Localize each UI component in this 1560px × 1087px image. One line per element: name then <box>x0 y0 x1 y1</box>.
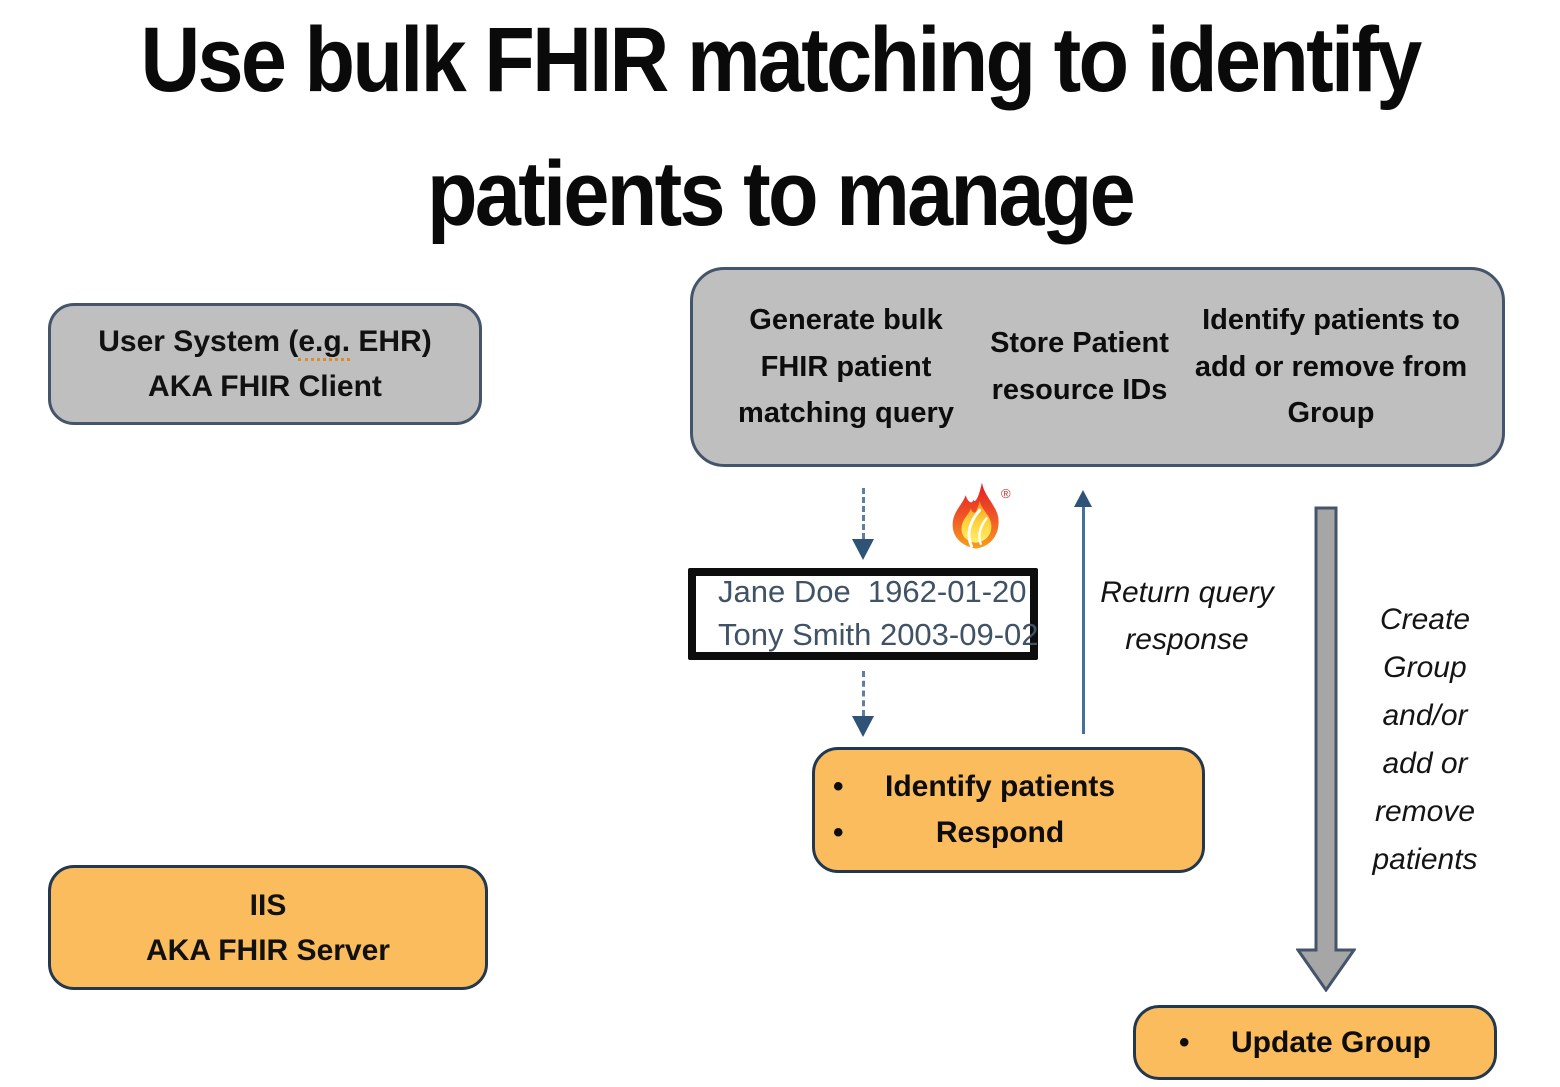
arrow-down-icon <box>852 539 874 560</box>
iis-line1: IIS <box>249 888 287 922</box>
iis-line2: AKA FHIR Server <box>146 933 390 967</box>
user-system-line1-marked: e.g. <box>298 325 351 361</box>
match-list-box: Jane Doe 1962-01-20 Tony Smith 2003-09-0… <box>688 568 1039 660</box>
update-group-bullet-list: Update Group <box>1136 1026 1431 1060</box>
iis-server-box: IIS AKA FHIR Server <box>48 865 488 990</box>
update-group-bullet-item: Update Group <box>1179 1026 1431 1060</box>
user-system-box: User System (e.g. EHR) AKA FHIR Client <box>48 303 482 425</box>
step-identify-patients: Identify patients to add or remove from … <box>1194 303 1468 430</box>
user-system-line1-suffix: EHR) <box>350 325 432 358</box>
create-group-label: Create Group and/or add or remove patien… <box>1372 603 1478 876</box>
arrow-down-icon <box>852 716 874 737</box>
query-dashed-arrow-line <box>861 488 865 539</box>
match-list-line2: Tony Smith 2003-09-02 <box>718 617 1039 652</box>
registered-trademark-icon: ® <box>1001 486 1011 501</box>
list-dashed-arrow <box>851 671 875 737</box>
step-store-ids: Store Patient resource IDs <box>990 327 1169 406</box>
return-response-arrow-line <box>1081 507 1085 734</box>
list-dashed-arrow-line <box>861 671 865 716</box>
respond-box: Identify patients Respond <box>812 747 1205 873</box>
return-query-label: Return query response <box>1100 576 1274 656</box>
update-group-box: Update Group <box>1133 1005 1497 1080</box>
query-dashed-arrow <box>851 488 875 560</box>
user-system-line2: AKA FHIR Client <box>148 370 382 403</box>
user-system-line1: User System (e.g. EHR) <box>98 319 432 364</box>
step-generate-query: Generate bulk FHIR patient matching quer… <box>738 303 954 430</box>
fhir-flame-icon <box>952 482 999 549</box>
create-group-block-arrow <box>1296 506 1356 992</box>
respond-bullet-item: Respond <box>833 810 1115 857</box>
respond-bullet-item: Identify patients <box>833 764 1115 811</box>
page-title: Use bulk FHIR matching to identify patie… <box>0 0 1560 240</box>
page-title-line1: Use bulk FHIR matching to identify <box>140 9 1422 111</box>
client-steps-box: Generate bulk FHIR patient matching quer… <box>690 267 1505 467</box>
respond-bullet-list: Identify patients Respond <box>815 764 1115 857</box>
user-system-line1-prefix: User System ( <box>98 325 299 358</box>
return-response-arrow <box>1071 490 1095 734</box>
page-title-line2: patients to manage <box>427 143 1136 245</box>
arrow-up-icon <box>1074 490 1092 507</box>
match-list-line1: Jane Doe 1962-01-20 <box>718 574 1027 610</box>
